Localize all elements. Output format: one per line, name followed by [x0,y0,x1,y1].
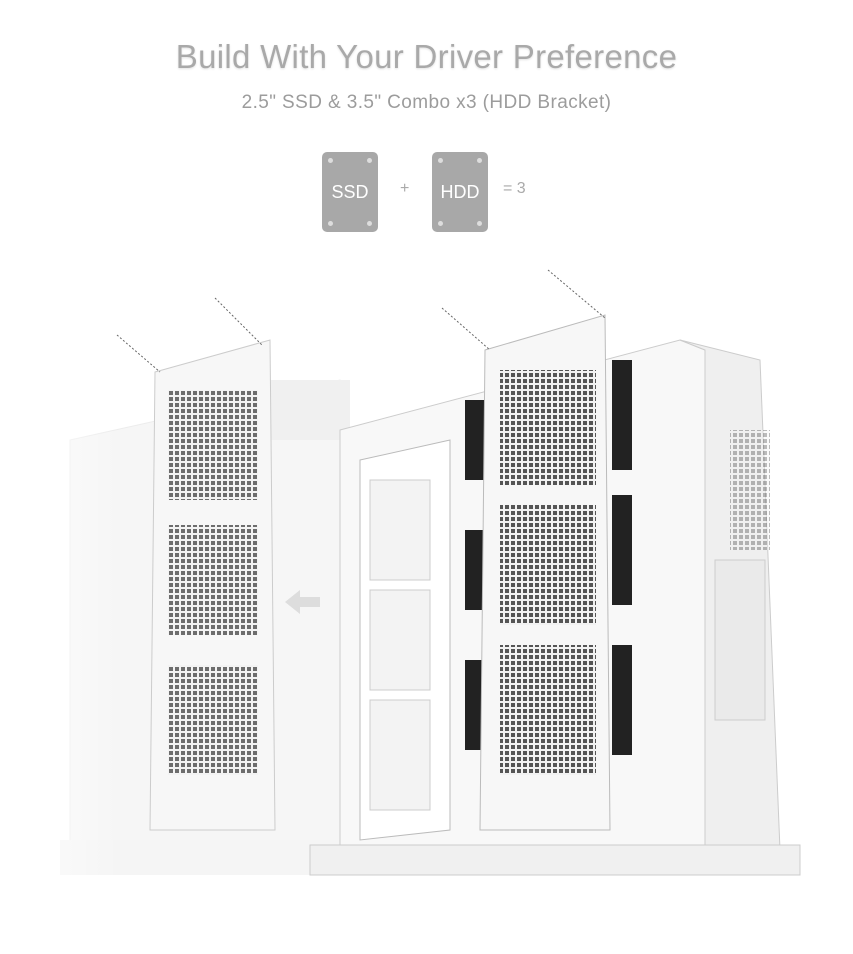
hdd-drive-icon: HDD [432,152,488,232]
arrow-left-icon [285,590,320,614]
equals-three: = 3 [503,180,526,197]
hdd-label: HDD [440,181,480,202]
page-subtitle: 2.5" SSD & 3.5" Combo x3 (HDD Bracket) [241,92,612,113]
ssd-drive-icon: SSD [322,152,378,232]
right-hdd-bracket [465,314,632,831]
page-title: Build With Your Driver Preference [175,38,678,75]
pc-case-illustration [0,269,801,900]
left-hdd-bracket [149,339,276,831]
ssd-label: SSD [331,181,369,202]
plus-sign: + [400,180,410,197]
screw-guides [116,269,606,373]
